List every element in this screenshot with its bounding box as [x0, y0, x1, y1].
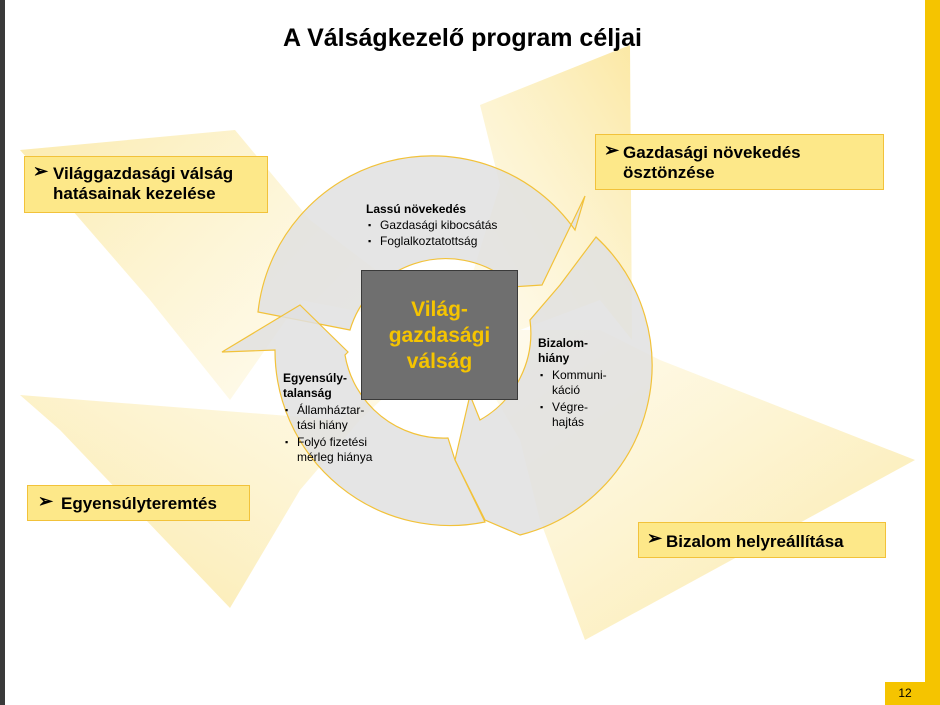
goal-box-balance: ➢ Egyensúlyteremtés — [27, 485, 250, 521]
goal-box-crisis-impacts: ➢ Világgazdasági válság hatásainak kezel… — [24, 156, 268, 213]
segment-right-item-cont: káció — [552, 383, 581, 397]
segment-left-item-text: Folyó fizetési — [297, 435, 368, 449]
center-text-line1: Világ- — [411, 298, 468, 321]
center-text-line3: válság — [406, 350, 473, 373]
goal-box-growth: ➢ Gazdasági növekedés ösztönzése — [595, 134, 884, 190]
arrow-bullet-icon: ➢ — [38, 491, 54, 511]
goal-text-line2: hatásainak kezelése — [53, 184, 216, 203]
slide-title: A Válságkezelő program céljai — [283, 24, 642, 52]
segment-top-item: ▪ Foglalkoztatottság — [368, 234, 478, 249]
segment-right-item: ▪ Végre- — [540, 400, 589, 415]
segment-left-item: ▪ Államháztar- — [285, 403, 365, 418]
ray-bottom-left — [20, 330, 455, 608]
segment-top-title: Lassú növekedés — [366, 202, 467, 216]
center-text-line2: gazdasági — [388, 324, 491, 347]
segment-top-item: ▪ Gazdasági kibocsátás — [368, 218, 498, 233]
segment-right-title-line1: Bizalom- — [538, 336, 589, 350]
goal-text-line1: Gazdasági növekedés — [623, 143, 801, 162]
goal-box-trust: ➢ Bizalom helyreállítása — [638, 522, 886, 558]
segment-top-item-text: Foglalkoztatottság — [380, 234, 478, 248]
bullet-icon: ▪ — [285, 405, 289, 415]
segment-right-item-text: Kommuni- — [552, 368, 607, 382]
segment-left-title-line2: talanság — [283, 386, 332, 400]
arrow-bullet-icon: ➢ — [647, 528, 663, 548]
arrow-bullet-icon: ➢ — [604, 140, 620, 160]
left-edge-rule — [0, 0, 5, 705]
segment-right-item-text: Végre- — [552, 400, 589, 414]
center-crisis-box: Világ- gazdasági válság — [361, 270, 518, 400]
segment-left-item-text: Államháztar- — [297, 403, 365, 417]
segment-top-item-text: Gazdasági kibocsátás — [380, 218, 498, 232]
segment-right-title-line2: hiány — [538, 351, 570, 365]
right-edge-rule — [925, 0, 940, 705]
segment-left-item: ▪ Folyó fizetési — [285, 435, 368, 450]
bullet-icon: ▪ — [540, 370, 544, 380]
segment-left-item-cont: mérleg hiánya — [297, 450, 373, 464]
goal-text-line1: Bizalom helyreállítása — [666, 532, 844, 551]
bullet-icon: ▪ — [368, 236, 372, 246]
goal-text-line2: ösztönzése — [623, 163, 715, 182]
cycle-arrow-right — [454, 236, 653, 536]
bullet-icon: ▪ — [285, 437, 289, 447]
bullet-icon: ▪ — [368, 220, 372, 230]
arrow-bullet-icon: ➢ — [33, 161, 49, 181]
bullet-icon: ▪ — [540, 402, 544, 412]
page-number: 12 — [885, 682, 925, 705]
goal-text-line1: Egyensúlyteremtés — [61, 494, 217, 513]
segment-right-item: ▪ Kommuni- — [540, 368, 607, 383]
cycle-arrow-left — [221, 304, 486, 527]
segment-right-item-cont: hajtás — [552, 415, 585, 429]
segment-left-item-cont: tási hiány — [297, 418, 348, 432]
segment-left-title-line1: Egyensúly- — [283, 371, 348, 385]
goal-text-line1: Világgazdasági válság — [53, 164, 234, 183]
